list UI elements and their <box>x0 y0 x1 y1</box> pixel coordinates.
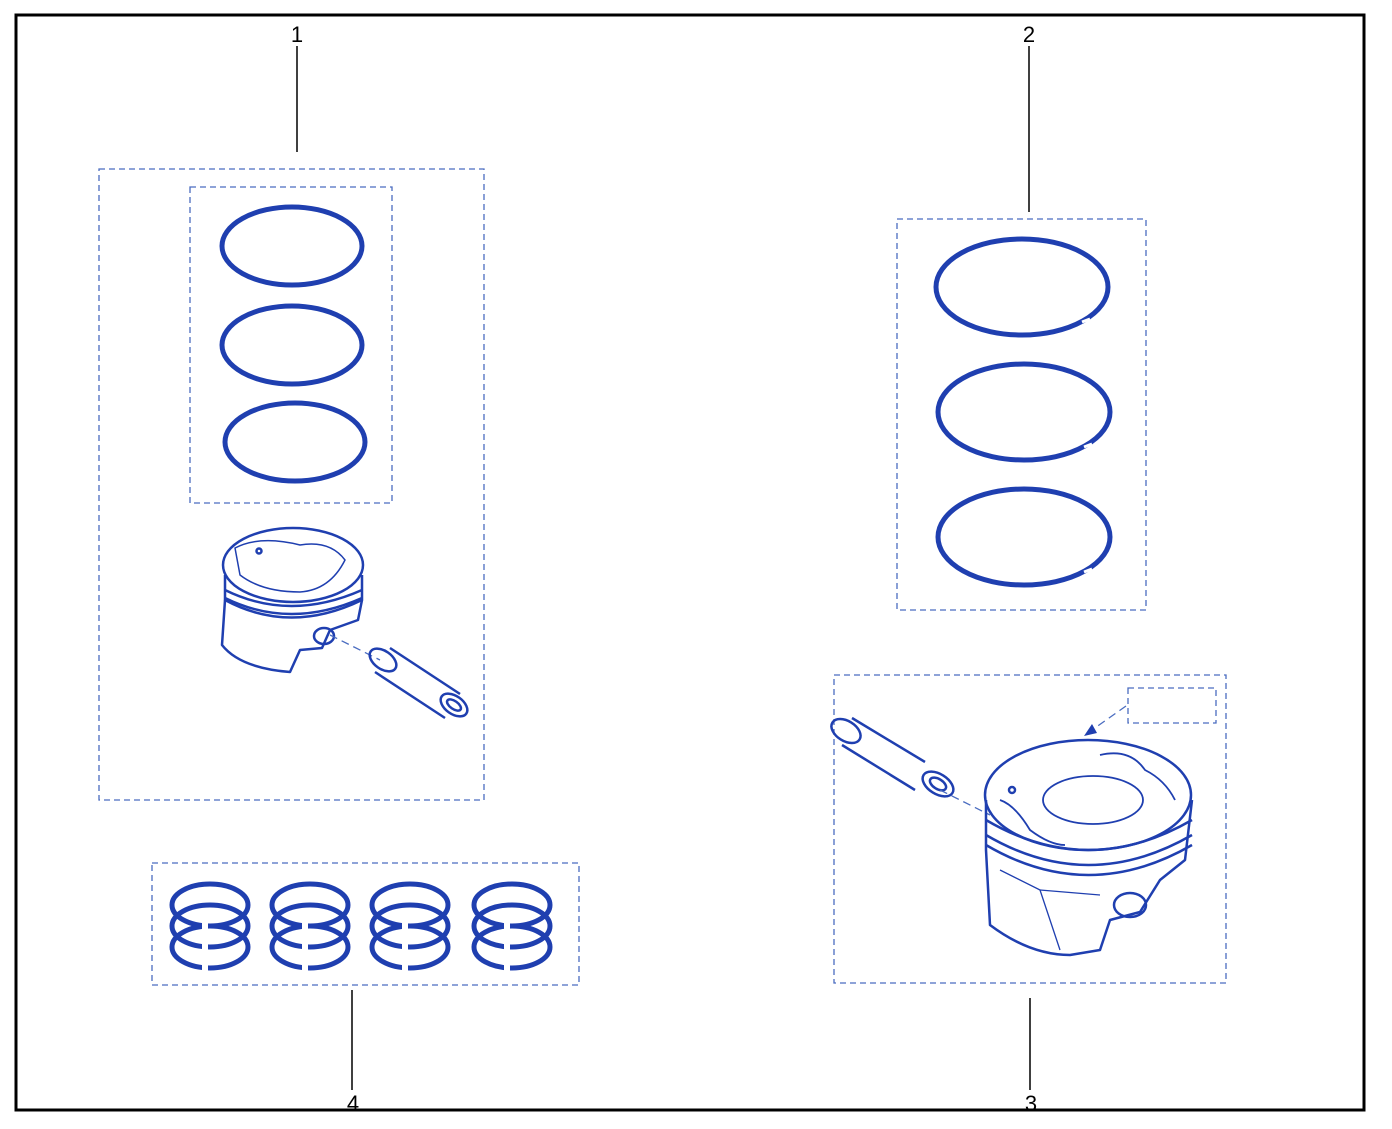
ring-stack-d-icon <box>474 884 550 973</box>
pin-axis-3 <box>939 789 991 816</box>
drawing-frame <box>14 13 1366 1112</box>
ring-stack-a-icon <box>172 884 248 973</box>
ring-2b-icon <box>938 364 1110 460</box>
group-1-rings-outline <box>189 186 393 504</box>
piston-kit-icon <box>98 168 485 801</box>
piston-assembly-icon <box>830 674 1227 984</box>
ring-1b-icon <box>222 306 362 384</box>
group-4-outline <box>151 862 580 986</box>
group-3-label-box <box>1127 687 1217 724</box>
piston-small-icon <box>220 526 365 674</box>
wrist-pin-3-icon <box>830 716 955 798</box>
ring-2c-icon <box>938 489 1110 585</box>
wrist-pin-1-icon <box>368 646 469 720</box>
callout-2: 2 <box>1022 22 1036 47</box>
group-3-outline <box>833 674 1227 984</box>
ring-1c-icon <box>225 403 365 481</box>
ring-stack-b-icon <box>272 884 348 973</box>
group-1-outline <box>98 168 485 801</box>
piston-large-icon <box>983 738 1194 957</box>
piston-ring-set-icon <box>896 218 1147 611</box>
marking-arrow-head <box>1084 724 1097 736</box>
group-2-outline <box>896 218 1147 611</box>
ring-1a-icon <box>222 207 362 285</box>
ring-stack-c-icon <box>372 884 448 973</box>
callout-3: 3 <box>1024 1091 1038 1116</box>
callout-4: 4 <box>346 1091 360 1116</box>
ring-2a-icon <box>936 239 1108 335</box>
ring-stacks-icon <box>151 862 580 986</box>
marking-arrow-line <box>1091 705 1127 731</box>
callout-1: 1 <box>290 22 304 47</box>
pin-axis-1 <box>329 634 381 661</box>
